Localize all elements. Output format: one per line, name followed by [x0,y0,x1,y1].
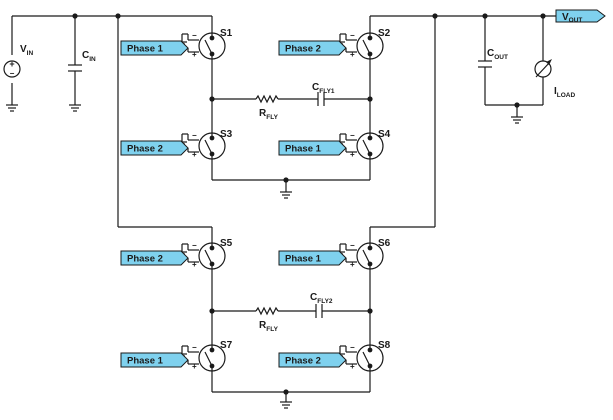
switch-label: S5 [220,238,233,249]
rfly2-label: RFLY [259,320,279,333]
phase-tag: Phase 2 [278,40,347,56]
ground-top-cell [280,191,292,199]
phase-tag: Phase 2 [120,140,189,156]
phase-tag: Phase 2 [278,352,347,368]
phase-tag-label: Phase 2 [127,254,163,265]
phase-tag-label: Phase 2 [285,44,321,55]
phase-tag: Phase 1 [278,140,347,156]
phase-tag-label: Phase 1 [285,254,322,265]
rfly2-resistor [255,306,279,316]
cfly2-capacitor [315,304,323,318]
switch-pin-plus: + [350,50,355,59]
wires [11,15,556,402]
switch-pin-minus: − [350,343,355,352]
switch-pin-minus: − [350,31,355,40]
switch-pin-plus: + [350,260,355,269]
cfly2-label: CFLY2 [310,292,333,305]
switch-pin-plus: + [192,362,197,371]
switch-pin-plus: + [350,150,355,159]
svg-text:VOUT: VOUT [562,12,582,24]
cfly1-capacitor [317,92,325,106]
phase-tag-label: Phase 2 [285,356,321,367]
iload-label: ILOAD [554,86,576,99]
phase-tag: Phase 2 [120,250,189,266]
cin-capacitor [68,64,82,72]
ground-bottom-cell [280,401,292,409]
phase-tag-label: Phase 2 [127,144,163,155]
vin-plus-sign: + [9,59,14,69]
vin-label: VIN [20,44,33,57]
vin-source: + − [3,59,21,78]
switch-pin-minus: − [192,241,197,250]
ground-cin [69,104,81,112]
phase-tag-label: Phase 1 [127,356,164,367]
cfly1-label: CFLY1 [312,82,335,95]
switch-pin-minus: − [192,31,197,40]
switch-pin-minus: − [192,343,197,352]
rfly1-label: RFLY [259,108,279,121]
phase-tag-label: Phase 1 [127,44,164,55]
ground-output [511,116,523,124]
phase-tag-label: Phase 1 [285,144,322,155]
junction-dots [72,13,546,395]
switch-label: S7 [220,340,233,351]
switch-label: S8 [378,340,391,351]
switch-pin-minus: − [192,131,197,140]
switch-label: S6 [378,238,391,249]
switch-pin-minus: − [350,241,355,250]
phase-tag: Phase 1 [120,352,189,368]
switch-pin-plus: + [192,260,197,269]
cin-label: CIN [82,50,96,63]
cout-capacitor [478,60,492,68]
switch-label: S3 [220,129,233,140]
ground-vin [6,104,18,112]
vin-minus-sign: − [10,69,15,78]
vout-tag: VOUT [555,9,606,24]
switch-pin-plus: + [192,50,197,59]
phase-tag: Phase 1 [278,250,347,266]
switch-label: S1 [220,28,233,39]
switch-label: S4 [378,129,391,140]
cout-label: COUT [487,48,508,61]
iload-source [534,59,552,78]
switch-pin-plus: + [350,362,355,371]
switch-pin-plus: + [192,150,197,159]
rfly1-resistor [255,94,279,104]
switch-label: S2 [378,28,391,39]
phase-tag: Phase 1 [120,40,189,56]
switch-pin-minus: − [350,131,355,140]
